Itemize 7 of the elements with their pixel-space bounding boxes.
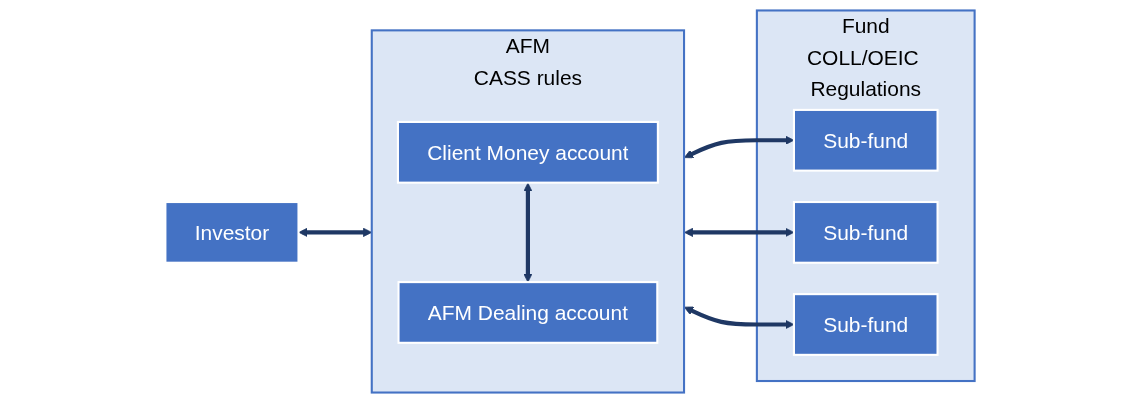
- node-box: AFM Dealing account: [397, 281, 659, 344]
- node-box: Sub-fund: [792, 200, 939, 264]
- node-box: Sub-fund: [792, 293, 939, 356]
- node-box: Client Money account: [396, 120, 659, 184]
- node-box: Sub-fund: [792, 108, 939, 172]
- arrow: [523, 182, 533, 283]
- node-box: Investor: [164, 200, 300, 264]
